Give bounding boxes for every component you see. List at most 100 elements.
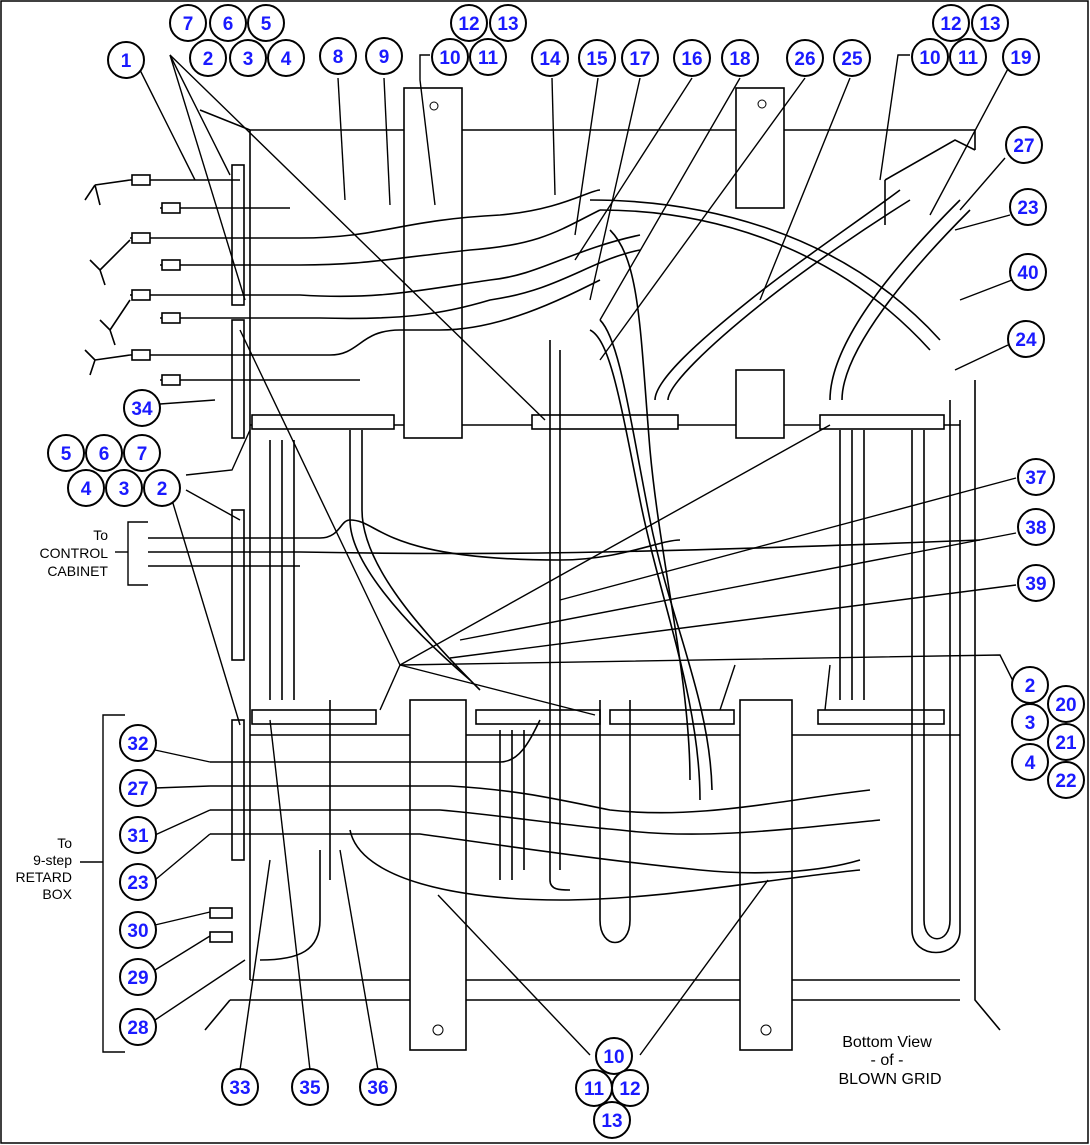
callout-circle — [1009, 188, 1047, 226]
callout-number: 24 — [1015, 330, 1037, 351]
callout-number: 23 — [1017, 198, 1038, 219]
callout-c13a: 13 — [489, 4, 527, 42]
callout-number: 30 — [127, 921, 148, 942]
callout-number: 22 — [1055, 771, 1076, 792]
callout-circle — [489, 4, 527, 42]
callout-number: 6 — [99, 444, 110, 465]
callout-c23a: 23 — [1009, 188, 1047, 226]
callout-number: 3 — [243, 49, 254, 70]
callout-c21: 21 — [1047, 723, 1085, 761]
callout-circle — [47, 434, 85, 472]
callout-circle — [721, 39, 759, 77]
destination-brackets — [80, 521, 148, 1053]
callout-circle — [1009, 253, 1047, 291]
callout-c2a: 2 — [189, 39, 227, 77]
callout-c12c: 12 — [611, 1069, 649, 1107]
callout-number: 27 — [1013, 136, 1034, 157]
callout-c29: 29 — [119, 958, 157, 996]
callout-c17: 17 — [621, 39, 659, 77]
callout-number: 27 — [127, 779, 148, 800]
callout-circle — [1047, 723, 1085, 761]
callout-c3c: 3 — [1011, 703, 1049, 741]
callout-number: 5 — [261, 14, 272, 35]
callout-circle — [1011, 743, 1049, 781]
callout-number: 6 — [223, 14, 234, 35]
callout-c1: 1 — [107, 41, 145, 79]
callout-c5a: 5 — [247, 4, 285, 42]
callout-circle — [1011, 703, 1049, 741]
callout-number: 34 — [131, 399, 153, 420]
callout-number: 7 — [137, 444, 148, 465]
callout-circle — [673, 39, 711, 77]
callout-circle — [949, 38, 987, 76]
callout-c6a: 6 — [209, 4, 247, 42]
callout-c14: 14 — [531, 39, 569, 77]
callout-number: 10 — [439, 48, 460, 69]
callout-c3b: 3 — [105, 469, 143, 507]
callout-number: 37 — [1025, 468, 1046, 489]
callout-circle — [611, 1069, 649, 1107]
callout-c18: 18 — [721, 39, 759, 77]
callout-circle — [1047, 685, 1085, 723]
callout-circle — [291, 1068, 329, 1106]
callout-circle — [123, 389, 161, 427]
callout-circle — [833, 39, 871, 77]
callout-c16: 16 — [673, 39, 711, 77]
callout-circle — [319, 37, 357, 75]
callout-circle — [1007, 320, 1045, 358]
callout-number: 13 — [601, 1111, 622, 1132]
callout-circle — [123, 434, 161, 472]
callout-number: 35 — [299, 1078, 321, 1099]
callout-c26: 26 — [786, 39, 824, 77]
plate-mid-right — [735, 369, 785, 439]
callout-circle — [786, 39, 824, 77]
callout-number: 38 — [1025, 518, 1046, 539]
callout-c12b: 12 — [932, 4, 970, 42]
callout-number: 8 — [333, 47, 344, 68]
callout-c11a: 11 — [469, 38, 507, 76]
callout-circle — [221, 1068, 259, 1106]
callout-c10b: 10 — [911, 38, 949, 76]
callout-circle — [229, 39, 267, 77]
callout-circle — [1017, 508, 1055, 546]
to-control-label-2: CONTROL — [40, 545, 109, 561]
callout-number: 12 — [458, 14, 479, 35]
callout-c31: 31 — [119, 816, 157, 854]
callout-circle — [595, 1037, 633, 1075]
callout-circle — [119, 863, 157, 901]
callout-c27b: 27 — [119, 769, 157, 807]
callout-circle — [621, 39, 659, 77]
callout-number: 20 — [1055, 695, 1076, 716]
callout-circle — [359, 1068, 397, 1106]
callout-circle — [365, 37, 403, 75]
callout-c10c: 10 — [595, 1037, 633, 1075]
callout-c30: 30 — [119, 911, 157, 949]
caption-line-2: - of - — [871, 1052, 904, 1069]
callout-c20: 20 — [1047, 685, 1085, 723]
callout-number: 7 — [183, 14, 194, 35]
callout-c10a: 10 — [431, 38, 469, 76]
callout-c2b: 2 — [143, 469, 181, 507]
callout-c40: 40 — [1009, 253, 1047, 291]
callout-number: 3 — [1025, 713, 1036, 734]
callout-number: 26 — [794, 49, 815, 70]
plate-upper-left — [403, 87, 463, 439]
callout-circle — [578, 39, 616, 77]
callout-circle — [247, 4, 285, 42]
callout-c37: 37 — [1017, 458, 1055, 496]
callout-circle — [119, 911, 157, 949]
callout-c19: 19 — [1002, 38, 1040, 76]
callout-circle — [85, 434, 123, 472]
callout-c33: 33 — [221, 1068, 259, 1106]
callout-circle — [932, 4, 970, 42]
callout-number: 13 — [979, 14, 1000, 35]
callout-number: 15 — [586, 49, 608, 70]
callout-c25: 25 — [833, 39, 871, 77]
callout-number: 5 — [61, 444, 72, 465]
callout-circle — [143, 469, 181, 507]
callout-circle — [531, 39, 569, 77]
plate-lower-right — [739, 699, 793, 1051]
